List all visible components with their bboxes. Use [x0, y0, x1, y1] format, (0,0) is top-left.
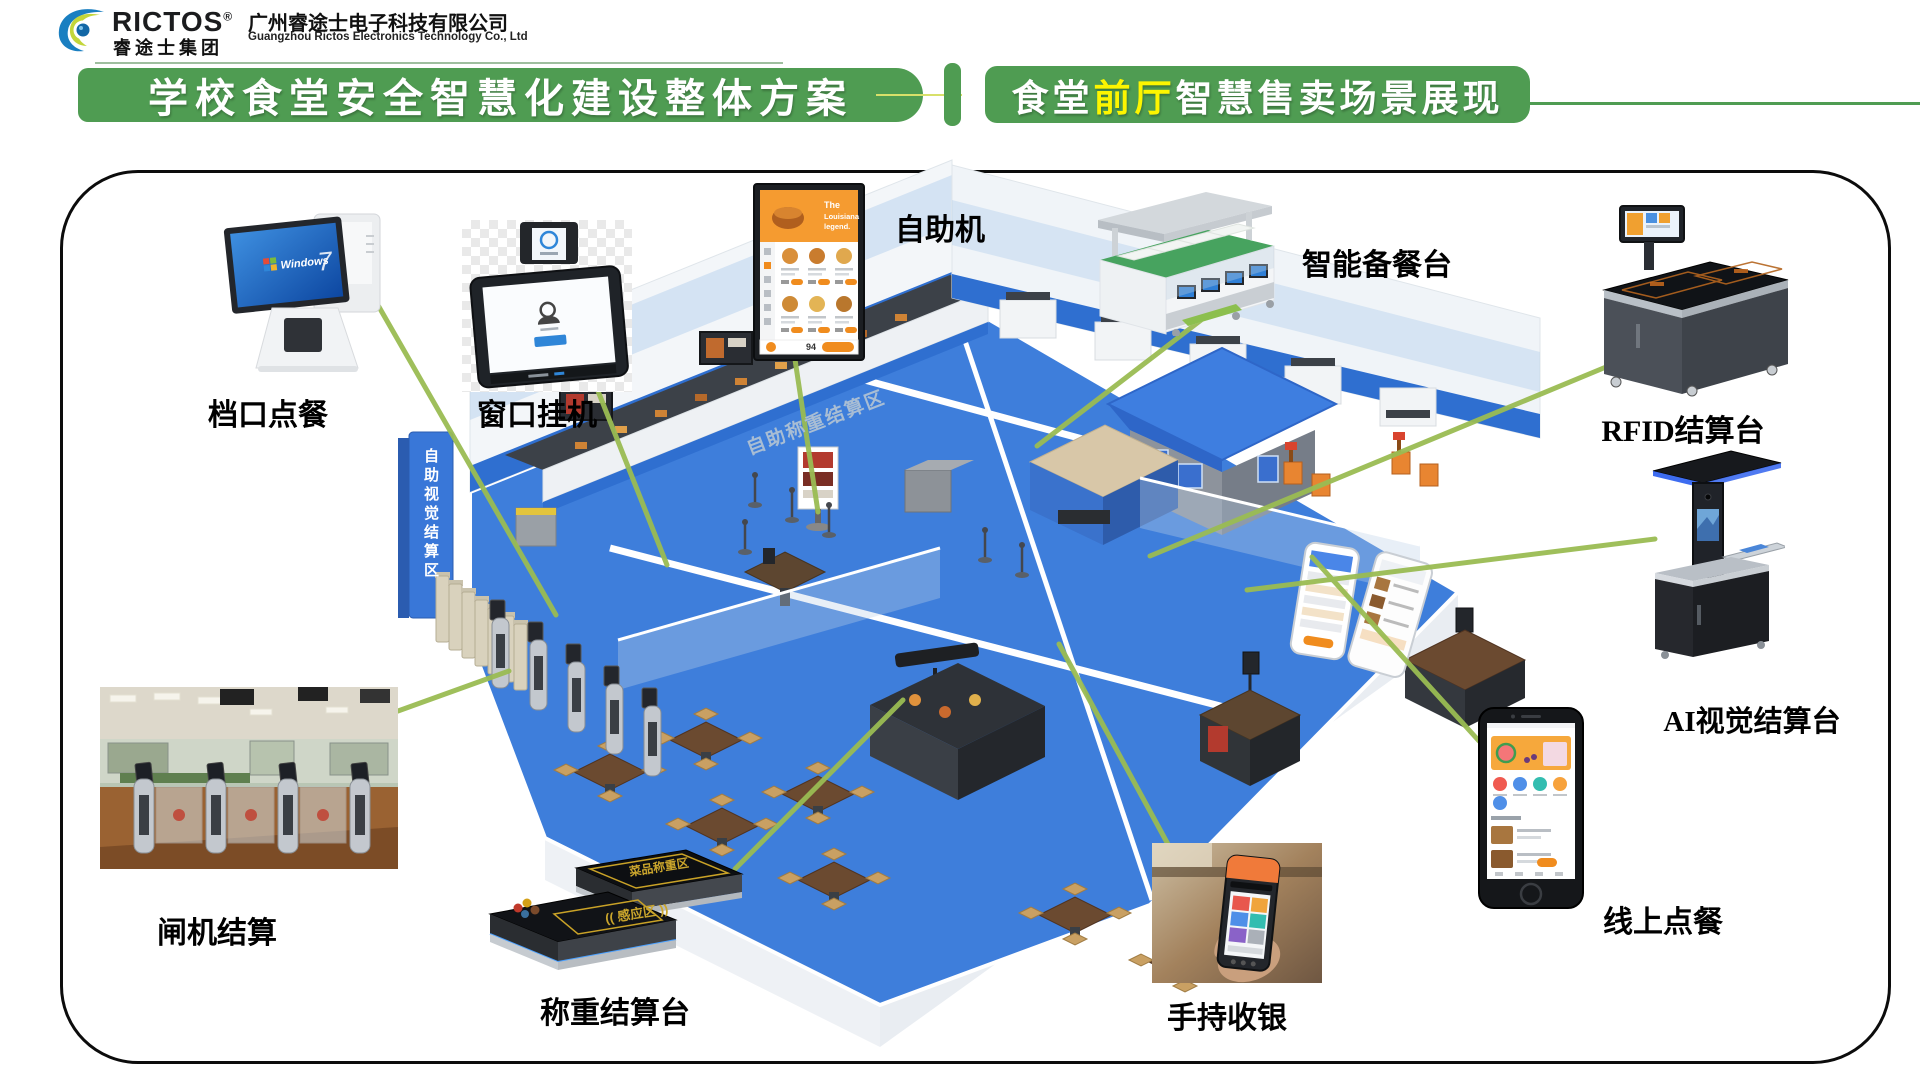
kiosk-promo-3: legend.: [824, 222, 850, 231]
kiosk-cart-total: 94: [806, 342, 816, 352]
label-gate-settle: 闸机结算: [157, 917, 277, 950]
handheld-pos-photo: [1152, 843, 1322, 983]
registered-mark: ®: [223, 9, 234, 24]
online-order-phone: [1477, 706, 1585, 911]
checkout-station-large: [870, 642, 1045, 800]
brand-swirl-icon: [54, 3, 108, 53]
pillar-sign: [398, 431, 454, 619]
weighing-station-device: 菜品称重区 (( 感应区 )): [480, 840, 760, 985]
standing-menu-board: [797, 446, 839, 531]
banner-scene-title: 食堂前厅智慧售卖场景展现: [985, 66, 1530, 123]
banner-main-title-text: 学校食堂安全智慧化建设整体方案: [148, 77, 853, 121]
label-weighing-station: 称重结算台: [540, 997, 690, 1030]
ai-vision-device: [1635, 445, 1785, 665]
label-ai-vision: AI视觉结算台: [1663, 706, 1841, 738]
banner-main-title: 学校食堂安全智慧化建设整体方案: [78, 68, 923, 122]
label-handheld-pos: 手持收银: [1167, 1002, 1287, 1035]
label-counter-pos: 档口点餐: [208, 399, 328, 432]
company-name-cn: 广州睿途士电子科技有限公司: [248, 13, 508, 35]
banner-scene-highlight: 前厅: [1093, 77, 1176, 119]
small-vending-machines: [1283, 432, 1439, 497]
label-window-device: 窗口挂机: [477, 399, 597, 432]
company-name-en: Guangzhou Rictos Electronics Technology …: [248, 31, 528, 43]
banner-scene-suffix: 智慧售卖场景展现: [1175, 77, 1504, 119]
checkout-cart: [1198, 651, 1302, 786]
label-prep-station: 智能备餐台: [1302, 249, 1452, 282]
service-table: [1028, 424, 1180, 545]
kiosk-promo-2: Louisiana: [824, 212, 860, 221]
banner-divider-line: [876, 94, 962, 96]
svg-text:7: 7: [316, 245, 335, 277]
label-rfid-station: RFID结算台: [1601, 415, 1765, 448]
label-online-order: 线上点餐: [1603, 906, 1723, 939]
decor-line-right: [1530, 102, 1920, 105]
label-self-kiosk: 自助机: [895, 214, 985, 247]
window-terminal-device: [462, 220, 632, 392]
brand-name: RICTOS®: [112, 6, 234, 37]
banner-scene-prefix: 食堂: [1011, 77, 1094, 119]
counter-pos-device: Windows 7: [218, 208, 403, 383]
self-kiosk-device: The Louisiana legend.: [752, 182, 866, 362]
gate-settle-photo: [100, 687, 398, 869]
decor-line-top: [95, 62, 783, 64]
connector-lines: [372, 297, 1658, 872]
rfid-station-device: [1592, 198, 1797, 398]
checkout-table-small: [743, 548, 827, 606]
kiosk-promo-1: The: [824, 200, 840, 210]
storage-crates: [515, 460, 974, 547]
pillar-sign-text: 自助视觉结算区: [422, 448, 439, 581]
banner-divider-bar: [944, 63, 961, 126]
pos-os-label: Windows: [280, 255, 329, 272]
prep-station-device: [1086, 186, 1281, 336]
brand-group-name: 睿途士集团: [113, 38, 223, 58]
